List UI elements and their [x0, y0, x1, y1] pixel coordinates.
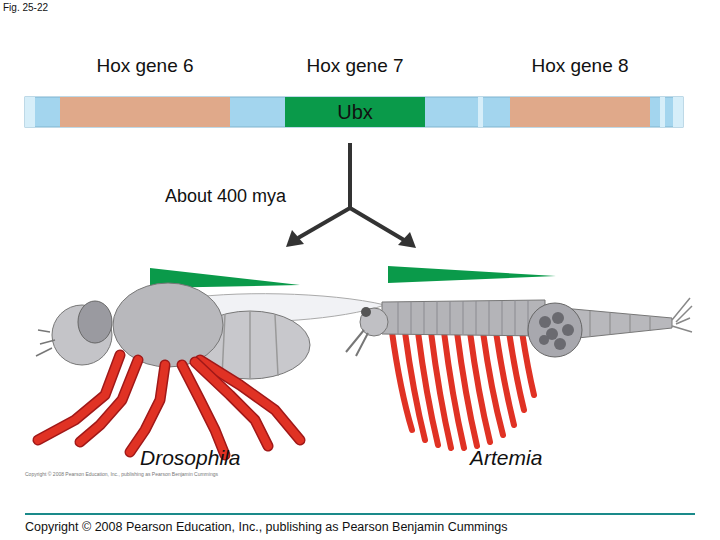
- fly-bristles: [36, 330, 55, 356]
- chromosome-bar: [25, 97, 683, 127]
- copyright-note: Copyright © 2008 Pearson Education, Inc.…: [25, 471, 218, 477]
- egg: [552, 312, 564, 324]
- gene-label: Ubx: [245, 100, 465, 124]
- fly-leg-outline: [38, 355, 120, 440]
- footer-rule: [25, 513, 695, 515]
- artemia-antenna: [346, 330, 368, 356]
- gene-name: Hox gene 8: [470, 54, 690, 78]
- organism-name: Drosophila: [140, 446, 240, 470]
- gene-name: Hox gene 6: [20, 54, 270, 78]
- tail-fork: [672, 298, 692, 332]
- abdomen-stripes: [222, 311, 278, 379]
- gene-segment: Hox gene 6: [60, 97, 230, 127]
- copyright-note: Copyright © 2008 Pearson Education, Inc.…: [25, 520, 507, 534]
- egg: [554, 338, 566, 350]
- fly-leg-outline: [130, 365, 165, 452]
- time-note: About 400 mya: [165, 186, 286, 207]
- fly-leg: [200, 360, 300, 440]
- thorax-segments: [398, 300, 528, 335]
- artemia-head: [360, 308, 388, 336]
- arrow-head: [398, 232, 416, 248]
- fly-thorax: [113, 283, 223, 367]
- egg: [539, 316, 551, 328]
- expression-wedge: [388, 266, 556, 283]
- fly-leg-outline: [195, 362, 268, 446]
- bar-stripe: [478, 97, 483, 127]
- gene-segment: Hox gene 8: [510, 97, 650, 127]
- egg-sac: [528, 303, 582, 357]
- organism-name: Artemia: [470, 446, 542, 470]
- fly-leg: [38, 355, 120, 440]
- arrow-branch: [350, 208, 404, 240]
- arrow-stem: [348, 143, 352, 208]
- gene-name: Hox gene 7: [245, 54, 465, 78]
- fly-leg: [195, 362, 268, 446]
- fly-leg-outline: [200, 360, 300, 440]
- bar-stripe: [660, 97, 665, 127]
- fly-leg: [80, 360, 138, 442]
- arrow-head: [286, 230, 304, 247]
- egg: [539, 335, 549, 345]
- egg: [562, 324, 574, 336]
- fly-leg-outline: [80, 360, 138, 442]
- artemia-thorax: [382, 300, 545, 336]
- artemia-eye: [361, 307, 371, 317]
- tail-segments: [590, 311, 650, 337]
- arrow-branch: [298, 208, 350, 238]
- gene-segment: Hox gene 7Ubx: [285, 97, 425, 127]
- fly-eye: [78, 301, 112, 343]
- fly-leg: [130, 365, 165, 452]
- figure-number: Fig. 25-22: [3, 2, 48, 13]
- bar-end: [25, 97, 35, 127]
- bar-end: [673, 97, 683, 127]
